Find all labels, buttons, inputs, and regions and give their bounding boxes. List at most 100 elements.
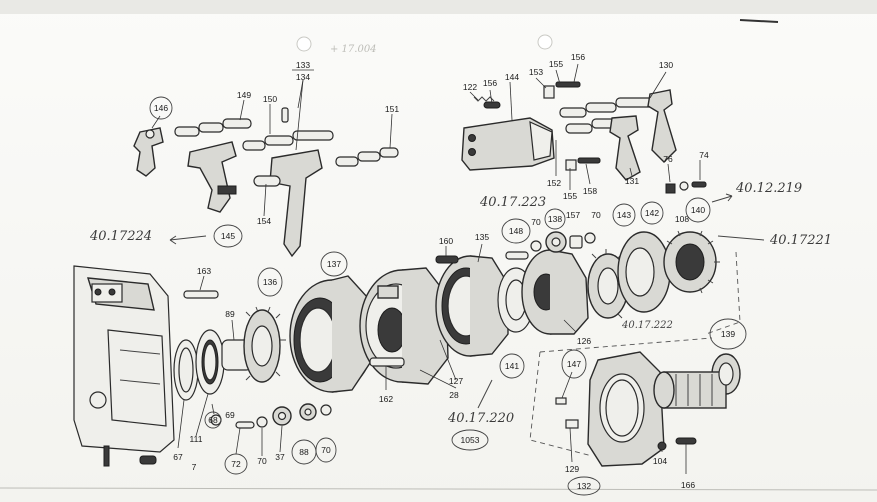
pin-160 (435, 255, 459, 264)
callout-68: 68 (208, 415, 218, 425)
callout-147: 147 (567, 359, 581, 369)
callout-70b: 70 (591, 210, 601, 220)
callout-138: 138 (548, 214, 562, 224)
callout-111: 111 (190, 434, 203, 444)
callout-numbers: 133 134 149 150 151 146 145 154 122 156 … (149, 52, 747, 496)
nut-104 (657, 441, 667, 451)
callout-145-circle (213, 224, 243, 248)
callout-37: 37 (275, 452, 285, 462)
callout-149: 149 (237, 90, 251, 100)
callout-122: 122 (463, 82, 477, 92)
callout-141: 141 (505, 361, 519, 371)
pin-162 (369, 357, 405, 367)
ring-111 (195, 329, 225, 395)
shift-fork-146 (133, 127, 164, 177)
callout-147-circle (561, 349, 587, 379)
callout-148-circle (501, 218, 531, 244)
callout-139-circle (709, 318, 747, 350)
handwritten-ref-left: 40.17224 (89, 229, 152, 244)
disc-143 (617, 231, 671, 313)
clutch-drum-137 (289, 275, 375, 393)
callout-158: 158 (583, 186, 597, 196)
shift-fork-131 (609, 115, 641, 181)
output-shaft (653, 353, 741, 409)
spring-122 (473, 96, 501, 109)
callout-150: 150 (263, 94, 277, 104)
guide-line-right (705, 251, 741, 335)
callout-68-circle (204, 411, 222, 429)
bolt-166 (675, 437, 697, 445)
callout-131: 131 (625, 176, 639, 186)
callout-135: 135 (475, 232, 489, 242)
callout-88: 88 (299, 447, 309, 457)
callout-140-circle (685, 197, 711, 223)
callout-155a: 155 (549, 59, 563, 69)
handwritten-ref-right: 40.17221 (769, 233, 832, 248)
callout-28: 28 (449, 390, 459, 400)
synchro-hub-136 (243, 306, 286, 383)
handwritten-ref-top-right: 40.12.219 (735, 181, 802, 196)
shift-fork-145 (187, 141, 237, 213)
callout-154: 154 (257, 216, 271, 226)
callout-162: 162 (379, 394, 393, 404)
callout-133: 133 (296, 60, 310, 70)
handwritten-top-note: + 17.004 (330, 44, 377, 55)
callout-89: 89 (225, 309, 235, 319)
callout-151: 151 (385, 104, 399, 114)
arrow-bottom (477, 379, 493, 409)
hub-126 (587, 249, 630, 319)
callout-72: 72 (231, 459, 241, 469)
ring-67 (173, 339, 199, 401)
plate-153 (543, 81, 581, 99)
callout-132-circle (567, 476, 601, 496)
small-parts-bottom (210, 403, 332, 429)
callout-67: 67 (173, 452, 183, 462)
pin-147a (555, 397, 567, 405)
pin-148 (505, 251, 529, 260)
handwritten-ref-mid: 40.17.223 (479, 195, 546, 210)
shift-fork-154 (253, 149, 323, 258)
callout-143-circle (612, 203, 636, 227)
guide-line-bottom (529, 351, 593, 457)
callout-152: 152 (547, 178, 561, 188)
callout-166: 166 (681, 480, 695, 490)
callout-129: 129 (565, 464, 579, 474)
callout-7: 7 (192, 462, 197, 472)
cover-plate-132 (587, 351, 665, 467)
callout-127: 127 (449, 376, 463, 386)
callout-72-circle (224, 453, 248, 475)
paper-top-edge (0, 0, 877, 14)
callout-104: 104 (653, 456, 667, 466)
callout-145: 145 (221, 231, 235, 241)
washer-70a (530, 240, 542, 252)
guide-line-mid (539, 337, 713, 353)
callout-69: 69 (225, 410, 235, 420)
transmission-case (73, 265, 175, 453)
pin-134 (281, 107, 289, 123)
callout-108: 108 (675, 214, 689, 224)
callout-141-circle (499, 353, 525, 379)
handwritten-ref-ring: 40.17.222 (621, 320, 673, 331)
shift-rods-151 (335, 147, 399, 167)
handwritten-notes: 40.17224 40.17.223 40.12.219 40.17221 40… (89, 44, 832, 426)
callout-70a: 70 (531, 217, 541, 227)
callout-142: 142 (645, 208, 659, 218)
punch-hole-left (296, 36, 312, 52)
callout-155b: 155 (563, 191, 577, 201)
callout-163: 163 (197, 266, 211, 276)
callout-76: 76 (663, 154, 673, 164)
callout-148: 148 (509, 226, 523, 236)
callout-137: 137 (327, 259, 341, 269)
callout-130: 130 (659, 60, 673, 70)
arrow-top-right (711, 193, 733, 203)
handwritten-ref-bottom: 40.17.220 (447, 411, 514, 426)
callout-136-circle (257, 267, 283, 297)
callout-70c: 70 (257, 456, 267, 466)
callout-70d: 70 (321, 445, 331, 455)
arrow-right (717, 235, 765, 241)
callout-1053-circle (451, 429, 489, 451)
bolt-7 (103, 445, 157, 467)
shift-fork-130 (647, 89, 677, 163)
